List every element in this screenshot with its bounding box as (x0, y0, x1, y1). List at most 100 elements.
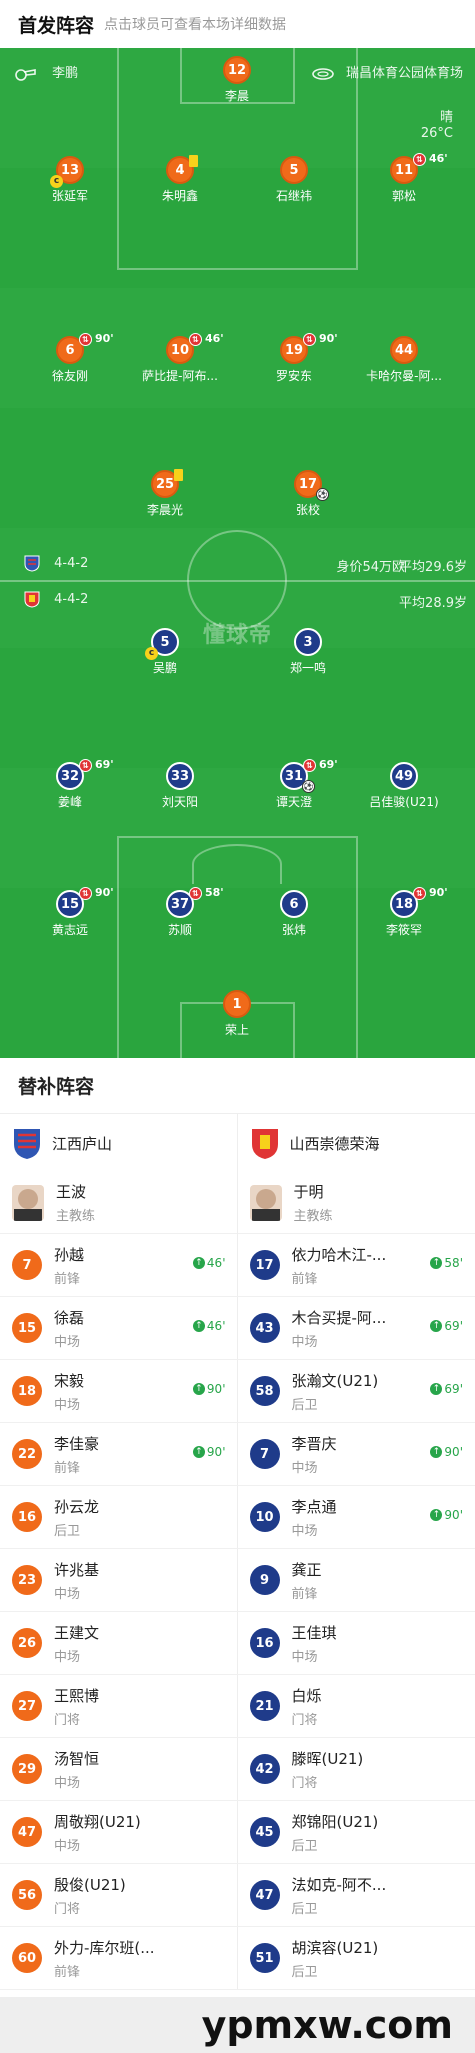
player-name: 徐磊 (54, 1308, 85, 1327)
away-player[interactable]: 32⇅69' 姜峰 (15, 758, 125, 810)
player-name: 张延军 (51, 189, 88, 203)
sub-in-indicator: ↑90' (430, 1508, 463, 1522)
player-position: 后卫 (291, 1964, 318, 1980)
player-number: 37 (170, 896, 190, 912)
sub-minute: 69' (319, 758, 338, 771)
player-position: 中场 (54, 1334, 81, 1350)
away-player[interactable]: 1 荣上 (182, 990, 292, 1038)
away-player[interactable]: 15⇅90' 黄志远 (15, 886, 125, 938)
home-player[interactable]: 5 石继祎 (239, 156, 349, 204)
sub-minute: 90' (95, 332, 114, 345)
player-name: 李晋庆 (291, 1434, 337, 1453)
player-name: 李晨光 (146, 503, 183, 517)
player-name: 荣上 (224, 1023, 249, 1037)
away-team-name: 山西崇德荣海 (289, 1134, 380, 1153)
player-name: 石继祎 (275, 189, 312, 203)
away-player[interactable]: 6 张炜 (239, 890, 349, 938)
sub-out-icon: ⇅ (79, 887, 92, 900)
sub-in-arrow-icon: ↑ (430, 1383, 443, 1395)
away-player[interactable]: 33 刘天阳 (125, 762, 235, 810)
player-name: 李佳豪 (54, 1434, 100, 1453)
home-player[interactable]: 19⇅90' 罗安东 (239, 332, 349, 384)
away-player[interactable]: 31⇅69'⚽ 谭天澄 (239, 758, 349, 810)
player-name: 朱明鑫 (161, 189, 198, 203)
sub-in-minute: 69' (444, 1382, 463, 1396)
center-circle (187, 530, 287, 630)
home-player[interactable]: 25 李晨光 (110, 469, 220, 518)
home-player[interactable]: 17⚽ 张校 (253, 470, 363, 518)
away-team-row[interactable]: 山西崇德荣海 (238, 1114, 475, 1172)
player-position: 中场 (54, 1586, 81, 1602)
player-number: 60 (12, 1943, 42, 1973)
venue-name: 瑞昌体育公园体育场 (345, 66, 463, 81)
player-position: 门将 (54, 1712, 81, 1728)
player-name: 滕晖(U21) (291, 1749, 364, 1768)
coach-role: 主教练 (56, 1209, 96, 1224)
player-name: 张校 (295, 503, 320, 517)
player-number: 17 (298, 476, 318, 492)
player-position: 前锋 (291, 1586, 318, 1602)
coach-name: 于明 (293, 1183, 324, 1201)
player-name: 黄志远 (51, 923, 88, 937)
player-number: 10 (249, 1502, 280, 1532)
player-number: 16 (249, 1628, 280, 1658)
player-number: 6 (65, 342, 75, 358)
home-player[interactable]: 10⇅46' 萨比提-阿布... (125, 332, 235, 384)
player-name: 白烁 (291, 1686, 322, 1705)
player-name: 王佳琪 (291, 1623, 337, 1642)
venue-info: 瑞昌体育公园体育场 (312, 62, 463, 81)
sub-minute: 58' (205, 886, 224, 899)
away-player[interactable]: 49 吕佳骏(U21) (349, 762, 459, 810)
home-player[interactable]: 4 朱明鑫 (125, 155, 235, 204)
watermark-logo: 懂球帝 (202, 623, 273, 648)
player-number: 47 (12, 1817, 42, 1847)
player-number: 18 (394, 896, 414, 912)
home-coach-row[interactable]: 王波主教练 (0, 1172, 238, 1234)
bottom-penalty-box (117, 836, 358, 1058)
away-player[interactable]: 18⇅90' 李筱罕 (349, 886, 459, 938)
player-name: 汤智恒 (54, 1749, 100, 1768)
player-number: 27 (12, 1691, 42, 1721)
player-number: 12 (223, 56, 251, 84)
home-team-row[interactable]: 江西庐山 (0, 1114, 238, 1172)
home-player[interactable]: 11⇅46' 郭松 (349, 152, 459, 204)
away-coach-row[interactable]: 于明主教练 (237, 1172, 475, 1234)
home-player[interactable]: 44 卡哈尔曼-阿... (349, 336, 459, 384)
sub-in-indicator: ↑90' (430, 1445, 463, 1459)
away-player[interactable]: 37⇅58' 苏顺 (125, 886, 235, 938)
coach-role: 主教练 (293, 1209, 333, 1224)
player-name: 郑一鸣 (289, 661, 326, 675)
home-player[interactable]: 12 李晨 (182, 56, 292, 104)
home-player[interactable]: 6⇅90' 徐友刚 (15, 332, 125, 384)
away-player[interactable]: 3 郑一鸣 (253, 628, 363, 676)
sub-in-arrow-icon: ↑ (192, 1320, 205, 1332)
sub-in-minute: 69' (444, 1319, 463, 1333)
